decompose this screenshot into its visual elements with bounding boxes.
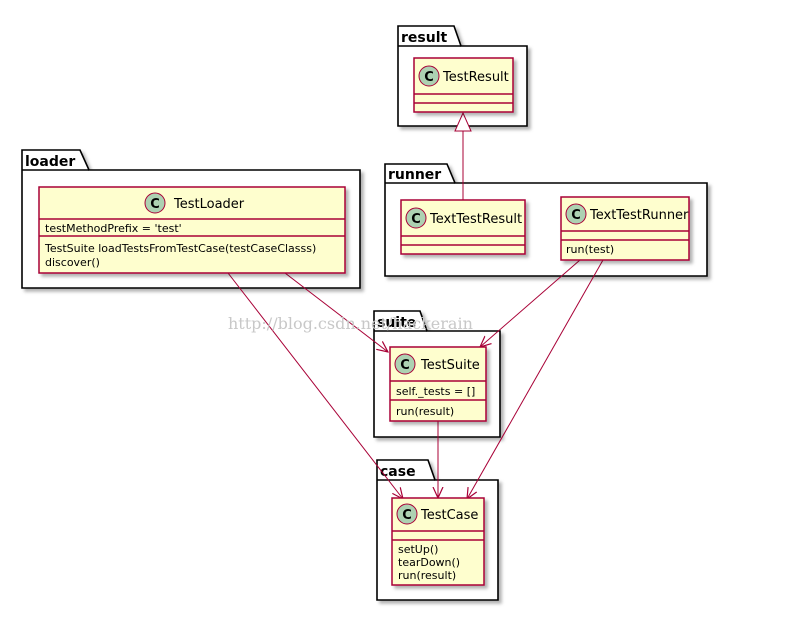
arrow-runner-to-case bbox=[467, 259, 604, 499]
class-name: TestCase bbox=[420, 508, 478, 523]
svg-text:C: C bbox=[571, 208, 581, 223]
class-method: discover() bbox=[45, 256, 100, 269]
class-testloader[interactable]: C TestLoader testMethodPrefix = 'test' T… bbox=[38, 186, 346, 274]
package-label: runner bbox=[388, 167, 441, 183]
svg-text:C: C bbox=[424, 70, 434, 85]
class-testsuite[interactable]: C TestSuite self._tests = [] run(result) bbox=[389, 346, 487, 422]
package-label: loader bbox=[25, 154, 75, 170]
class-method: tearDown() bbox=[398, 556, 460, 569]
package-label: case bbox=[380, 464, 416, 480]
class-method: TestSuite loadTestsFromTestCase(testCase… bbox=[44, 242, 316, 255]
class-testresult[interactable]: C TestResult bbox=[413, 57, 514, 113]
svg-text:C: C bbox=[150, 197, 160, 212]
class-name: TextTestResult bbox=[429, 212, 522, 227]
arrow-runner-to-suite bbox=[480, 259, 581, 347]
arrow-loader-to-suite bbox=[284, 272, 388, 352]
class-name: TestLoader bbox=[173, 197, 245, 212]
svg-text:C: C bbox=[411, 212, 421, 227]
class-name: TextTestRunner bbox=[589, 208, 689, 223]
class-stereotype-icon: C bbox=[394, 353, 416, 375]
package-label: suite bbox=[377, 315, 416, 331]
class-stereotype-icon: C bbox=[144, 192, 166, 214]
class-stereotype-icon: C bbox=[565, 203, 587, 225]
class-method: run(result) bbox=[398, 569, 456, 582]
class-name: TestSuite bbox=[420, 358, 480, 373]
class-field: self._tests = [] bbox=[396, 385, 475, 398]
svg-text:C: C bbox=[402, 508, 412, 523]
watermark-text: http://blog.csdn.net/hackerain bbox=[228, 314, 473, 333]
class-method: setUp() bbox=[398, 543, 438, 556]
class-stereotype-icon: C bbox=[418, 65, 440, 87]
class-method: run(result) bbox=[396, 405, 454, 418]
class-stereotype-icon: C bbox=[396, 503, 418, 525]
class-stereotype-icon: C bbox=[405, 207, 427, 229]
class-texttestresult[interactable]: C TextTestResult bbox=[400, 199, 526, 255]
arrow-loader-to-case bbox=[227, 272, 403, 499]
relationships bbox=[227, 111, 604, 499]
package-label: result bbox=[401, 30, 447, 46]
class-field: testMethodPrefix = 'test' bbox=[45, 222, 182, 235]
inheritance-textresult-to-testresult bbox=[454, 111, 472, 205]
class-testcase[interactable]: C TestCase setUp() tearDown() run(result… bbox=[391, 497, 485, 586]
class-method: run(test) bbox=[566, 243, 614, 256]
svg-text:C: C bbox=[400, 358, 410, 373]
class-texttestrunner[interactable]: C TextTestRunner run(test) bbox=[560, 196, 690, 261]
class-name: TestResult bbox=[442, 70, 509, 85]
